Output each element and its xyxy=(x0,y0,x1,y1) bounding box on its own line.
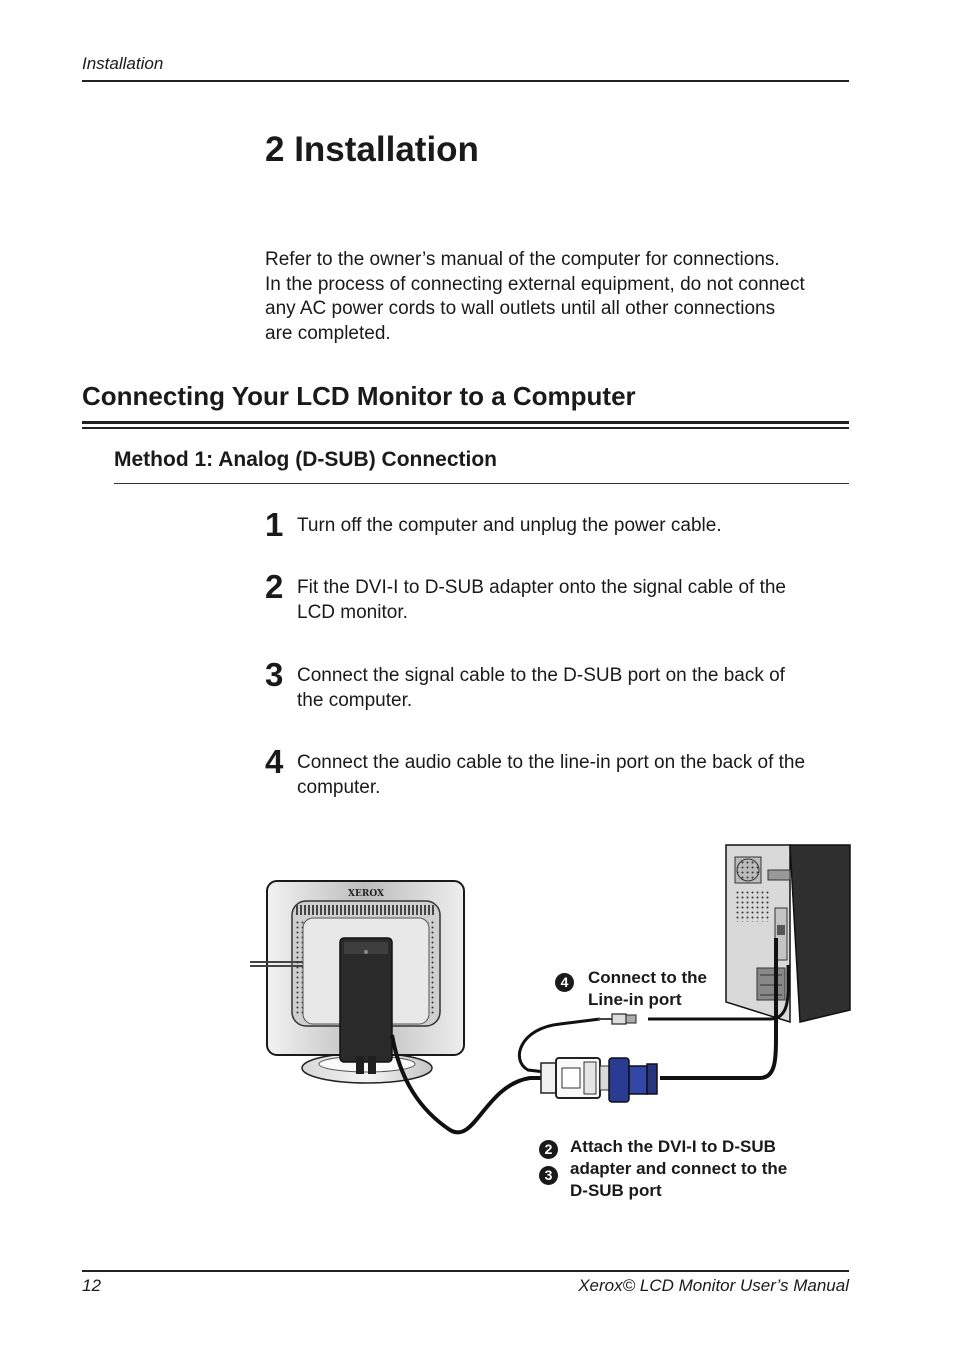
audio-cable-loop xyxy=(517,1017,601,1074)
section-rule-thick xyxy=(82,421,849,424)
step-line: Connect the signal cable to the D-SUB po… xyxy=(297,665,785,686)
subsection-title: Method 1: Analog (D-SUB) Connection xyxy=(114,448,498,471)
step-line: Turn off the computer and unplug the pow… xyxy=(297,515,722,536)
line-in-cable xyxy=(648,965,790,1021)
step-line: computer. xyxy=(297,776,381,798)
step-text: Connect the audio cable to the line-in p… xyxy=(297,751,857,801)
page-number: 12 xyxy=(82,1276,101,1295)
intro-line: are completed. xyxy=(265,322,391,344)
callout-line: Line-in port xyxy=(588,990,682,1009)
section-rule-thin xyxy=(82,427,849,429)
intro-line: Refer to the owner’s manual of the compu… xyxy=(265,249,780,270)
manual-title: Xerox© LCD Monitor User’s Manual xyxy=(578,1276,849,1295)
callout-dsub: Attach the DVI-I to D-SUB adapter and co… xyxy=(570,1136,787,1202)
footer-rule xyxy=(82,1270,849,1272)
callout-badge: 2 xyxy=(539,1140,558,1159)
step-text: Connect the signal cable to the D-SUB po… xyxy=(297,664,857,714)
audio-jack xyxy=(598,1013,637,1025)
intro-paragraph: Refer to the owner’s manual of the compu… xyxy=(265,248,855,346)
running-header: Installation xyxy=(82,54,164,73)
step-line: LCD monitor. xyxy=(297,601,408,623)
monitor-back: XEROX xyxy=(250,880,465,1074)
step-number: 2 xyxy=(265,568,284,605)
step-text: Fit the DVI-I to D-SUB adapter onto the … xyxy=(297,576,857,626)
step-number: 3 xyxy=(265,656,284,693)
step-line: Connect the audio cable to the line-in p… xyxy=(297,752,806,773)
callout-line: D-SUB port xyxy=(570,1181,662,1200)
callout-badge: 4 xyxy=(555,973,574,992)
callout-line-in: Connect to the Line-in port xyxy=(588,967,707,1011)
step-text: Turn off the computer and unplug the pow… xyxy=(297,514,857,539)
step-line: Fit the DVI-I to D-SUB adapter onto the … xyxy=(297,577,786,598)
callout-line: Attach the DVI-I to D-SUB xyxy=(570,1137,776,1156)
step-line: the computer. xyxy=(297,689,413,711)
callout-line: adapter and connect to the xyxy=(570,1159,788,1178)
chapter-title: 2 Installation xyxy=(265,130,479,169)
monitor-brand-label: XEROX xyxy=(348,889,384,899)
intro-line: In the process of connecting external eq… xyxy=(265,273,805,295)
callout-badge: 3 xyxy=(539,1166,558,1185)
step-number: 1 xyxy=(265,506,284,543)
intro-line: any AC power cords to wall outlets until… xyxy=(265,298,776,320)
signal-cable xyxy=(390,1034,546,1135)
step-number: 4 xyxy=(265,743,284,780)
section-title: Connecting Your LCD Monitor to a Compute… xyxy=(82,381,636,411)
dsub-adapter xyxy=(540,1057,658,1103)
header-rule xyxy=(82,80,849,82)
subsection-rule xyxy=(114,483,849,484)
dsub-cable xyxy=(660,938,778,1080)
callout-line: Connect to the xyxy=(588,968,707,987)
